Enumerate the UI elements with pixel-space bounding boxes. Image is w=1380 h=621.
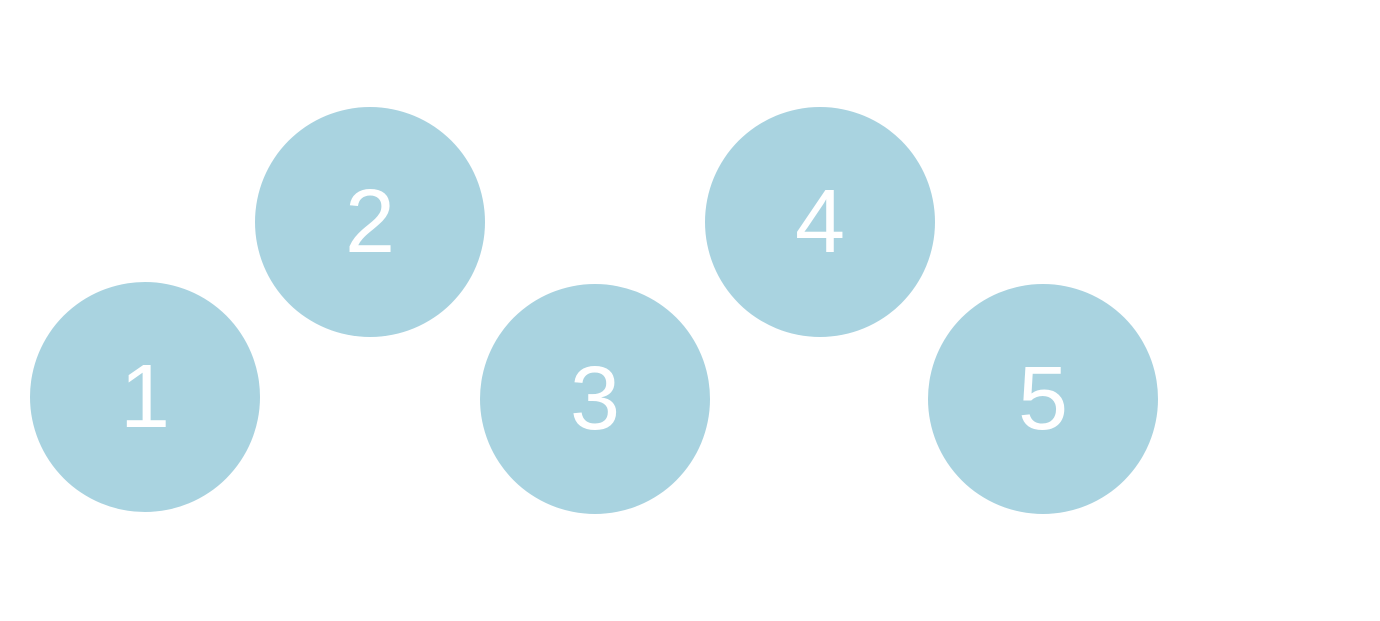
circle-2-label: 2 — [344, 172, 396, 272]
circle-4: 4 — [705, 107, 935, 337]
circle-1: 1 — [30, 282, 260, 512]
circle-3: 3 — [480, 284, 710, 514]
circle-5-label: 5 — [1017, 349, 1069, 449]
circle-2: 2 — [255, 107, 485, 337]
circle-3-label: 3 — [569, 349, 621, 449]
circle-1-label: 1 — [119, 347, 171, 447]
circle-4-label: 4 — [794, 172, 846, 272]
circle-5: 5 — [928, 284, 1158, 514]
